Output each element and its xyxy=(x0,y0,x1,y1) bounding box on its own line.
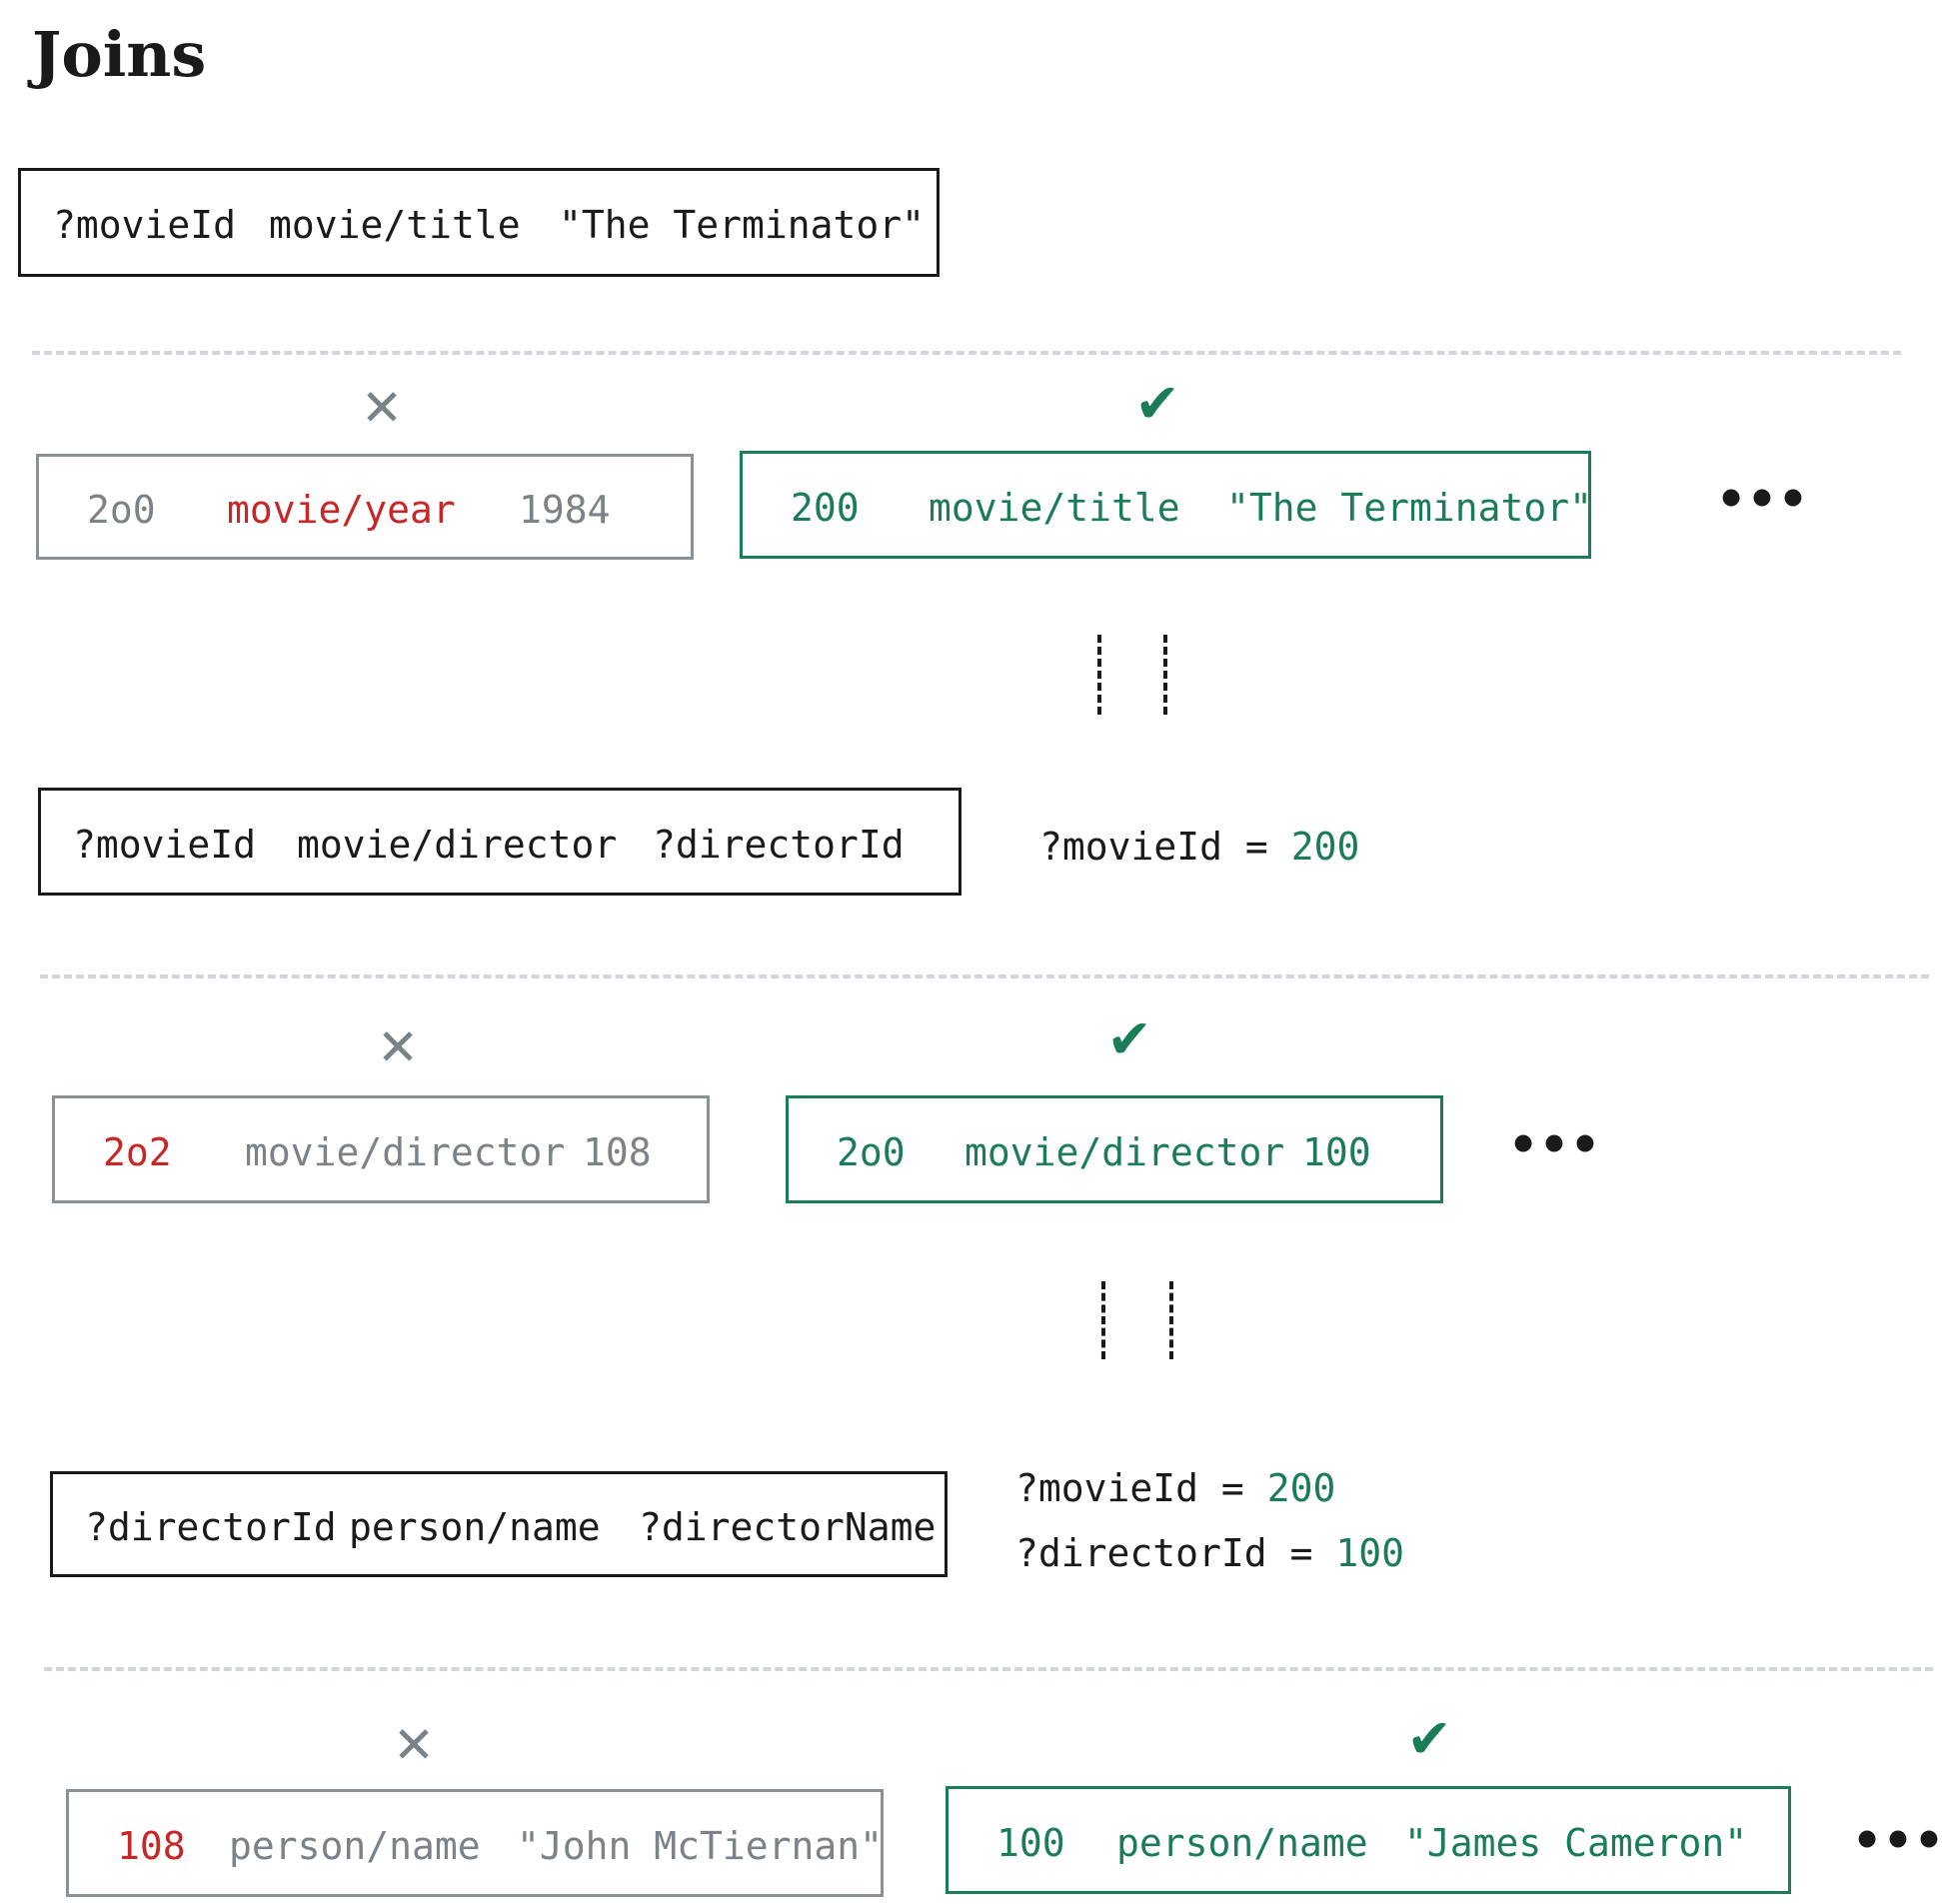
fact-entity: 2o0 xyxy=(837,1130,906,1174)
matched-fact-1: 200 movie/title "The Terminator" xyxy=(740,451,1593,559)
join-connector-line xyxy=(1169,1281,1173,1359)
reject-icon: ✕ xyxy=(363,367,401,440)
fact-value: "James Cameron" xyxy=(1404,1821,1748,1865)
more-icon: ••• xyxy=(1852,1813,1942,1869)
fact-entity: 2o0 xyxy=(87,488,156,532)
fact-attribute: movie/director xyxy=(965,1130,1285,1174)
rejected-fact-3: 108 person/name "John McTiernan" xyxy=(66,1789,884,1897)
binding-variable: ?directorId xyxy=(1015,1531,1267,1575)
variable-binding: ?movieId = 200 xyxy=(1015,1469,1335,1507)
variable-binding: ?movieId = 200 xyxy=(1039,828,1359,866)
fact-attribute: person/name xyxy=(1116,1821,1368,1865)
binding-variable: ?movieId xyxy=(1039,825,1223,869)
query-pattern-3: ?directorId person/name ?directorName xyxy=(50,1471,948,1577)
binding-value: 200 xyxy=(1266,1466,1336,1510)
fact-entity: 100 xyxy=(996,1821,1065,1865)
query-pattern-1: ?movieId movie/title "The Terminator" xyxy=(18,168,940,277)
join-connector-line xyxy=(1097,635,1101,715)
query-entity: ?directorId xyxy=(85,1505,337,1549)
fact-attribute: movie/director xyxy=(245,1130,566,1174)
binding-operator: = xyxy=(1244,825,1268,869)
fact-attribute: movie/title xyxy=(929,486,1180,530)
variable-binding: ?directorId = 100 xyxy=(1015,1534,1404,1572)
binding-operator: = xyxy=(1220,1466,1244,1510)
fact-value: 1984 xyxy=(519,488,611,532)
fact-value: 108 xyxy=(583,1130,652,1174)
accept-icon: ✔ xyxy=(1110,998,1148,1071)
fact-entity: 108 xyxy=(117,1824,186,1868)
query-value: "The Terminator" xyxy=(559,203,926,247)
rejected-fact-1: 2o0 movie/year 1984 xyxy=(36,454,694,560)
query-entity: ?movieId xyxy=(73,823,257,867)
query-value: ?directorId xyxy=(653,823,905,867)
more-icon: ••• xyxy=(1716,472,1810,528)
fact-value: "John McTiernan" xyxy=(517,1824,884,1868)
page-title: Joins xyxy=(32,18,207,91)
accept-icon: ✔ xyxy=(1410,1698,1448,1771)
fact-attribute: person/name xyxy=(229,1824,481,1868)
fact-entity: 200 xyxy=(791,486,860,530)
binding-operator: = xyxy=(1289,1531,1313,1575)
more-icon: ••• xyxy=(1508,1117,1602,1173)
reject-icon: ✕ xyxy=(395,1704,433,1777)
query-value: ?directorName xyxy=(639,1505,937,1549)
binding-value: 100 xyxy=(1335,1531,1404,1575)
section-divider xyxy=(40,974,1929,978)
fact-entity: 2o2 xyxy=(103,1130,172,1174)
section-divider xyxy=(44,1667,1933,1671)
join-connector-line xyxy=(1101,1281,1105,1359)
rejected-fact-2: 2o2 movie/director 108 xyxy=(52,1095,710,1203)
fact-attribute: movie/year xyxy=(227,488,456,532)
query-entity: ?movieId xyxy=(53,203,237,247)
matched-fact-2: 2o0 movie/director 100 xyxy=(786,1095,1443,1203)
fact-value: 100 xyxy=(1302,1130,1371,1174)
query-attribute: movie/director xyxy=(297,823,618,867)
query-pattern-2: ?movieId movie/director ?directorId xyxy=(38,788,962,896)
query-attribute: person/name xyxy=(349,1505,601,1549)
matched-fact-3: 100 person/name "James Cameron" xyxy=(946,1786,1791,1894)
binding-variable: ?movieId xyxy=(1015,1466,1199,1510)
accept-icon: ✔ xyxy=(1138,363,1176,436)
join-connector-line xyxy=(1163,635,1167,715)
reject-icon: ✕ xyxy=(379,1006,417,1079)
query-attribute: movie/title xyxy=(269,203,521,247)
fact-value: "The Terminator" xyxy=(1226,486,1593,530)
binding-value: 200 xyxy=(1290,825,1360,869)
section-divider xyxy=(32,351,1901,355)
